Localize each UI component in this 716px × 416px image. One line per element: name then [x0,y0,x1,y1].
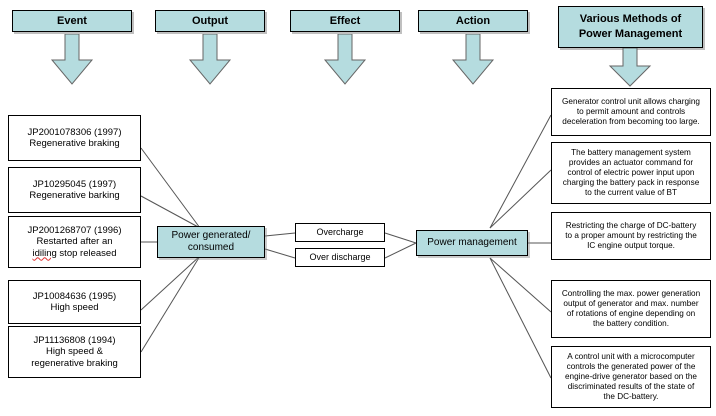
event-box-jp2001078306: JP2001078306 (1997) Regenerative braking [8,115,141,161]
method-label-2: The battery management system provides a… [562,148,700,197]
output-box-power-generated: Power generated/ consumed [157,226,265,258]
header-box-action: Action [418,10,528,32]
header-label-action: Action [455,14,491,27]
method-label-3: Restricting the charge of DC-battery to … [565,221,697,250]
wire-output-to-overdischarge [264,248,296,259]
method-box-3: Restricting the charge of DC-battery to … [551,212,711,260]
arrow-effect-down [323,34,367,85]
event-box-jp2001268707: JP2001268707 (1996) Restarted after an i… [8,216,141,268]
wire-output-to-overcharge [264,232,296,237]
wire-event5-to-output [140,255,201,353]
arrow-methods-down [608,48,652,87]
wire-event4-to-output [140,255,201,311]
event-box-jp11136808: JP11136808 (1994) High speed & regenerat… [8,326,141,378]
output-label-power-generated: Power generated/ consumed [171,230,251,253]
header-box-methods: Various Methods of Power Management [558,6,703,48]
wire-event1-to-output [140,147,201,229]
spelling-error-marker: idiling [32,247,57,259]
event-label-jp10084636: JP10084636 (1995) High speed [32,290,117,313]
action-box-power-management: Power management [416,230,528,256]
event-label-jp10295045: JP10295045 (1997) Regenerative barking [29,178,120,201]
event-label-jp2001078306: JP2001078306 (1997) Regenerative braking [27,126,122,149]
header-label-effect: Effect [329,14,361,27]
method-box-2: The battery management system provides a… [551,142,711,204]
event-label-jp2001268707: JP2001268707 (1996) Restarted after an i… [27,225,122,259]
method-box-4: Controlling the max. power generation ou… [551,280,711,338]
header-box-output: Output [155,10,265,32]
method-label-4: Controlling the max. power generation ou… [561,289,701,328]
effect-label-overcharge: Overcharge [316,227,364,238]
arrow-action-down [451,34,495,85]
action-label-power-management: Power management [427,237,517,249]
effect-label-over-discharge: Over discharge [309,252,371,263]
method-box-5: A control unit with a microcomputer cont… [551,346,711,408]
event-box-jp10295045: JP10295045 (1997) Regenerative barking [8,167,141,213]
arrow-event-down [50,34,94,85]
wire-overdischarge-to-action [384,242,417,259]
header-label-output: Output [191,14,229,27]
wire-action-to-method2 [489,169,552,229]
wire-event2-to-output [140,195,201,229]
header-label-methods: Various Methods of Power Management [578,13,683,40]
event-label-jp11136808: JP11136808 (1994) High speed & regenerat… [31,335,118,369]
method-label-5: A control unit with a microcomputer cont… [564,352,697,401]
header-box-event: Event [12,10,132,32]
header-box-effect: Effect [290,10,400,32]
wire-action-to-method5 [489,257,552,379]
effect-box-over-discharge: Over discharge [295,248,385,267]
method-label-1: Generator control unit allows charging t… [562,97,700,126]
method-box-1: Generator control unit allows charging t… [551,88,711,136]
effect-box-overcharge: Overcharge [295,223,385,242]
event-box-jp10084636: JP10084636 (1995) High speed [8,280,141,324]
arrow-output-down [188,34,232,85]
wire-action-to-method4 [489,257,552,313]
header-label-event: Event [57,14,87,27]
wire-action-to-method1 [489,114,552,229]
wire-overcharge-to-action [384,232,417,244]
